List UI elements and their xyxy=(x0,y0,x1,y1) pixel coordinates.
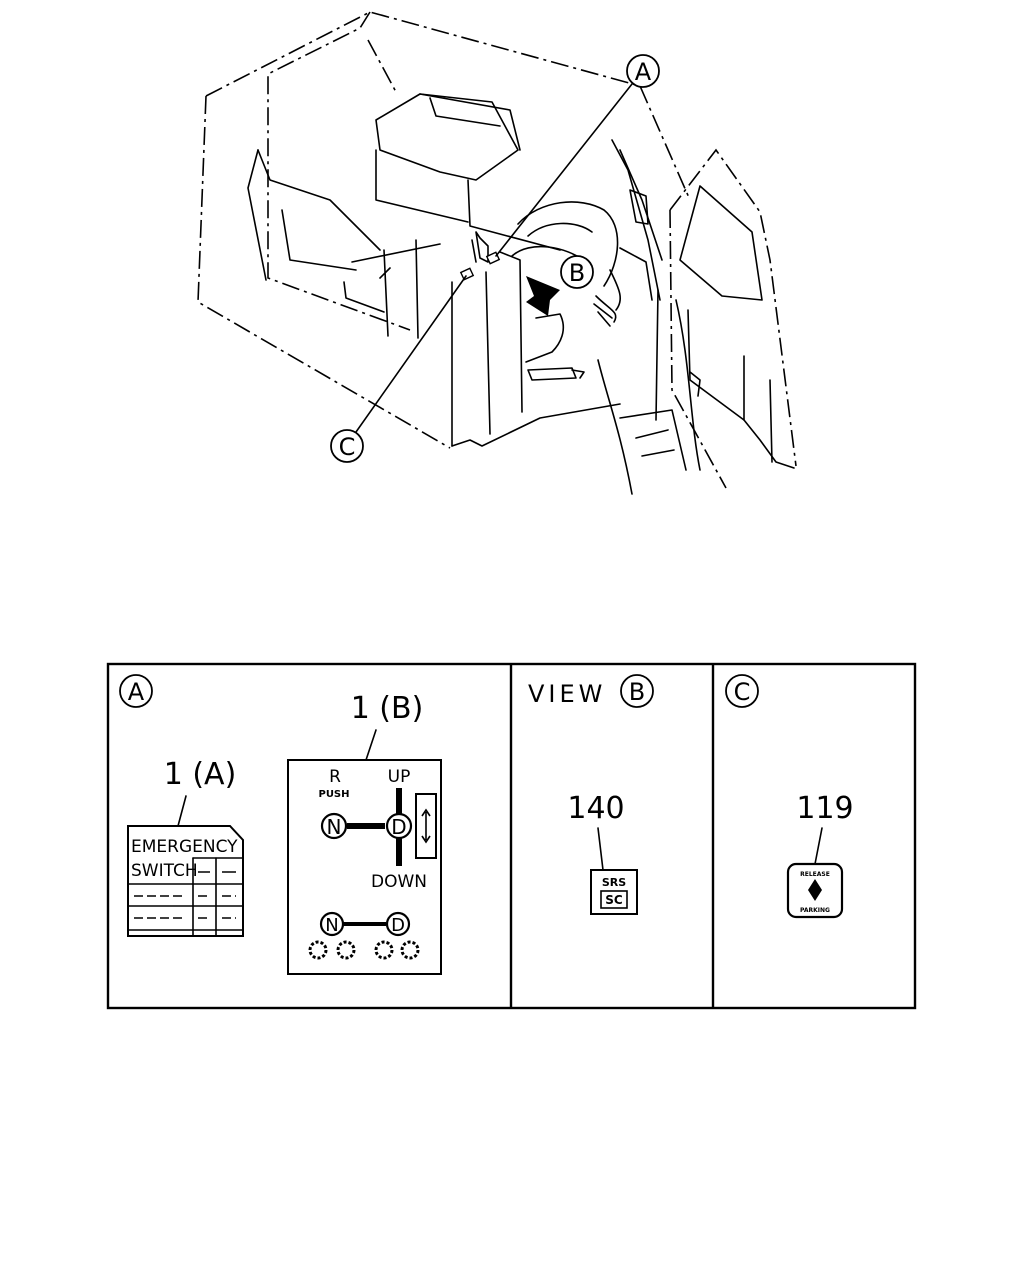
parking-brake-sticker: RELEASE PARKING xyxy=(786,862,844,919)
srs-sticker-line2: SC xyxy=(605,893,623,907)
part-ref-1a: 1 (A) xyxy=(164,757,237,792)
callout-b-label: B xyxy=(569,259,585,287)
srs-sticker-line1: SRS xyxy=(602,876,626,889)
part-ref-140: 140 xyxy=(567,791,624,826)
emergency-label-line2: SWITCH xyxy=(131,861,198,881)
parking-sticker-bottom: PARKING xyxy=(800,907,830,914)
emergency-switch-label: EMERGENCY SWITCH xyxy=(127,825,244,937)
callout-a: A xyxy=(495,54,660,257)
gear-icon-pair-high xyxy=(374,940,420,960)
panel-c-label: C xyxy=(734,678,751,706)
part-ref-1b: 1 (B) xyxy=(351,691,424,726)
srs-sticker: SRS SC xyxy=(590,869,638,915)
gear-icon-pair-low xyxy=(308,940,356,960)
shift-up-label: UP xyxy=(388,767,411,787)
view-direction-arrow xyxy=(526,276,560,316)
part-ref-119: 119 xyxy=(796,791,853,826)
parking-sticker-top: RELEASE xyxy=(800,871,830,878)
shift-down-label: DOWN xyxy=(371,872,427,892)
panel-c: C 119 RELEASE PARKING xyxy=(725,674,854,919)
shift-n-label: N xyxy=(327,815,342,839)
emergency-label-line1: EMERGENCY xyxy=(131,837,238,857)
double-arrow-icon xyxy=(808,879,822,901)
shift-r-label: R xyxy=(329,767,341,787)
shift-d-label: D xyxy=(391,815,406,839)
cab-interior-illustration xyxy=(197,11,797,495)
panel-a: A 1 (A) EMERGENCY SWITCH 1 (B) R PUSH UP xyxy=(119,674,442,975)
range-n-label: N xyxy=(325,915,338,936)
panel-a-label: A xyxy=(128,678,145,706)
callout-c: C xyxy=(330,275,467,463)
panel-b-view-prefix: VIEW xyxy=(528,680,606,708)
panel-b-label: B xyxy=(629,678,645,706)
panel-b: VIEW B 140 SRS SC xyxy=(528,674,654,915)
shift-pattern-plate: R PUSH UP N D DOWN N D xyxy=(287,759,442,975)
range-d-label: D xyxy=(391,915,405,936)
callout-a-label: A xyxy=(635,58,652,86)
detail-panels-frame xyxy=(106,662,917,1010)
callout-b: B xyxy=(560,255,594,289)
callout-c-label: C xyxy=(339,433,356,461)
shift-push-label: PUSH xyxy=(318,789,349,800)
